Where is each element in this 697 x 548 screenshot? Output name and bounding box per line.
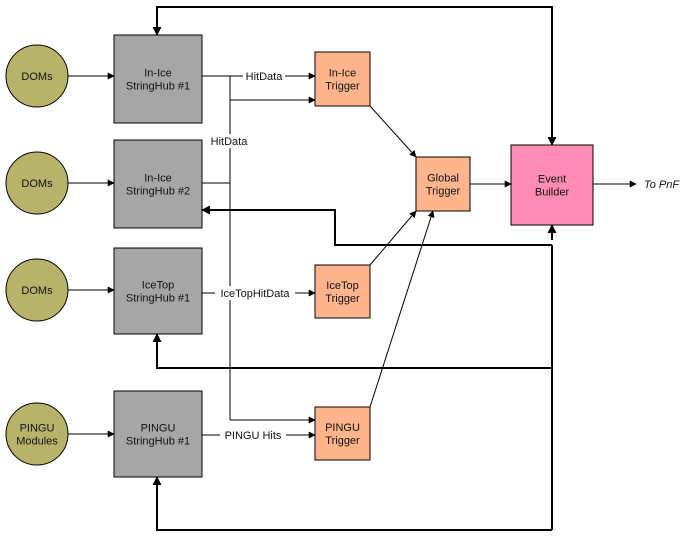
- global-trigger-node-shape: [415, 156, 471, 212]
- doms-node-2: DOMs: [5, 151, 69, 215]
- event-builder-node-shape: [510, 144, 594, 226]
- icetop-trigger-node-shape: [314, 264, 371, 319]
- pingu-stringhub-1-node-label-line-1: PINGU: [141, 423, 176, 435]
- pingu-modules-node-label-line-1: PINGU: [20, 423, 55, 435]
- doms-node-3: DOMs: [5, 258, 69, 322]
- doms-node-3-label-line-1: DOMs: [21, 285, 53, 297]
- edge-labels: HitData HitData IceTopHitData PINGU Hits…: [207, 69, 680, 442]
- edge-icetop-trigger-global: [369, 210, 417, 266]
- feedback-lines: [152, 6, 557, 531]
- pingu-trigger-node-shape: [314, 406, 371, 461]
- label-pingu-hits: PINGU Hits: [225, 430, 282, 442]
- nodes: DOMsDOMsDOMsPINGUModulesIn-IceStringHub …: [5, 34, 594, 478]
- inice-stringhub-1-node-label-line-1: In-Ice: [144, 68, 172, 80]
- event-builder-node-label-line-2: Builder: [535, 187, 570, 199]
- event-builder-node-label-line-1: Event: [538, 174, 566, 186]
- inice-trigger-node-label-line-1: In-Ice: [329, 68, 357, 80]
- icetop-trigger-node-label-line-1: IceTop: [326, 280, 358, 292]
- pingu-modules-node-label-line-2: Modules: [16, 436, 58, 448]
- edge-to-pingu-hub1: [152, 476, 552, 531]
- pingu-trigger-node-label-line-1: PINGU: [325, 422, 360, 434]
- pingu-modules-node-shape: [5, 402, 69, 466]
- edge-pingu-trigger-global: [369, 210, 435, 408]
- edge-top-loop: [152, 6, 557, 146]
- pingu-stringhub-1-node-label-line-2: StringHub #1: [126, 436, 190, 448]
- icetop-stringhub-1-node-label-line-2: StringHub #1: [126, 293, 190, 305]
- doms-node-3-shape: [5, 258, 69, 322]
- label-hitdata-vertical: HitData: [211, 136, 249, 148]
- inice-trigger-node-shape: [314, 51, 371, 107]
- edge-inice-trigger-global: [369, 105, 417, 158]
- pingu-trigger-node-label-line-2: Trigger: [325, 435, 360, 447]
- inice-stringhub-1-node-label-line-2: StringHub #1: [126, 81, 190, 93]
- global-trigger-node-label-line-2: Trigger: [426, 186, 461, 198]
- icetop-stringhub-1-node-shape: [113, 247, 203, 335]
- inice-stringhub-2-node-label-line-2: StringHub #2: [126, 186, 190, 198]
- inice-stringhub-1-node-shape: [113, 34, 203, 124]
- inice-stringhub-2-node-label-line-1: In-Ice: [144, 173, 172, 185]
- inice-stringhub-2-node-shape: [113, 139, 203, 229]
- label-to-pnf: To PnF: [644, 179, 680, 191]
- icetop-trigger-node-label-line-2: Trigger: [325, 293, 360, 305]
- global-trigger-node-label-line-1: Global: [427, 173, 459, 185]
- label-hitdata-top: HitData: [246, 71, 284, 83]
- edge-to-inice-hub2: [201, 205, 552, 246]
- inice-trigger-node-label-line-2: Trigger: [325, 81, 360, 93]
- doms-node-1-shape: [5, 44, 69, 108]
- doms-node-2-shape: [5, 151, 69, 215]
- doms-node-1: DOMs: [5, 44, 69, 108]
- doms-node-1-label-line-1: DOMs: [21, 71, 53, 83]
- pingu-stringhub-1-node-shape: [113, 390, 203, 478]
- icetop-stringhub-1-node-label-line-1: IceTop: [142, 280, 174, 292]
- doms-node-2-label-line-1: DOMs: [21, 178, 53, 190]
- label-icetop-hitdata: IceTopHitData: [220, 288, 290, 300]
- edge-to-icetop-hub1: [152, 333, 552, 369]
